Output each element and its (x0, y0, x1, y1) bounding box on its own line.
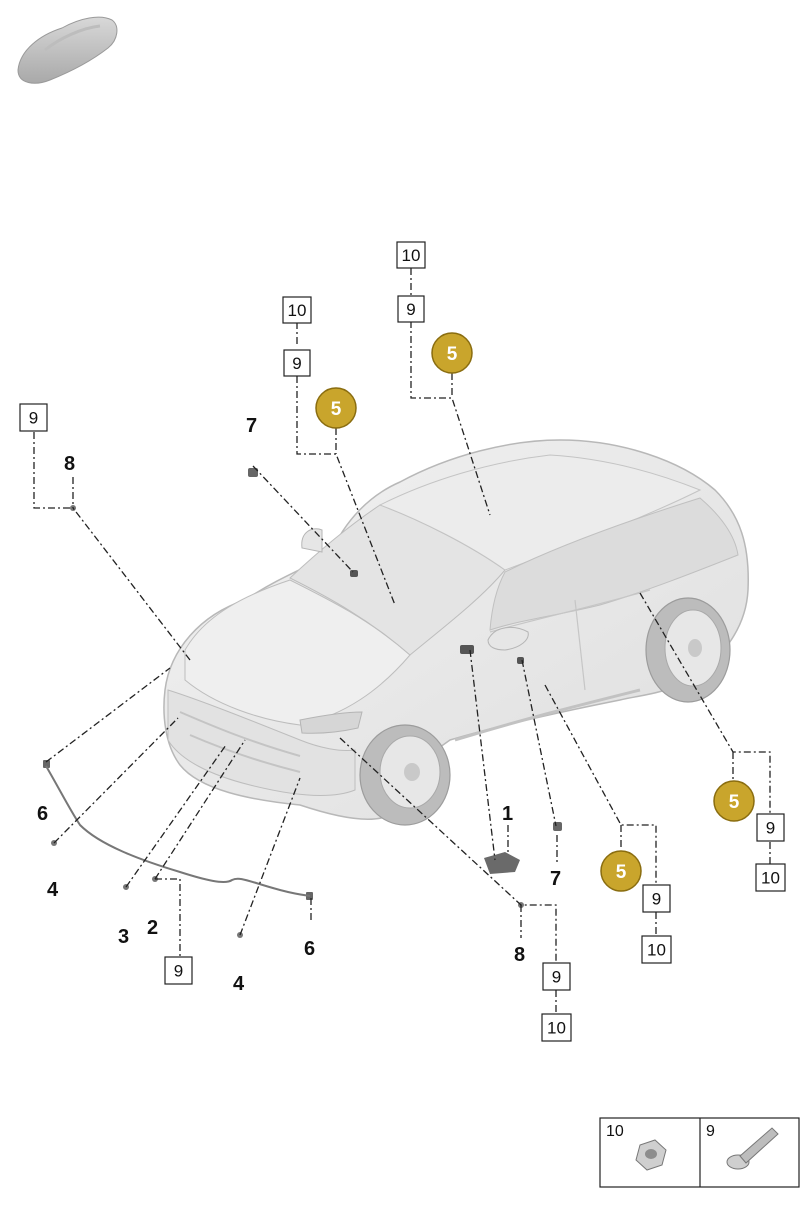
box-10-right-col: 10 (396, 241, 426, 269)
fastener-legend: 10 9 (599, 1117, 800, 1188)
svg-text:9: 9 (292, 354, 301, 373)
box-9-door: 9 (642, 884, 671, 913)
badges: 5 5 5 5 (315, 332, 755, 892)
svg-text:9: 9 (174, 962, 183, 981)
badge-5-rear[interactable]: 5 (713, 780, 755, 822)
svg-text:9: 9 (552, 968, 561, 987)
box-9-right-col: 9 (397, 295, 425, 323)
svg-text:5: 5 (729, 792, 740, 813)
sensor-6-left (43, 760, 50, 768)
legend-label-10: 10 (606, 1123, 624, 1140)
box-10-lower-mid: 10 (541, 1013, 572, 1042)
sensor-windshield (350, 570, 358, 577)
box-9-bottom-left: 9 (164, 956, 193, 985)
svg-text:9: 9 (29, 409, 38, 428)
badge-5-right-col[interactable]: 5 (431, 332, 473, 374)
callout-1: 1 (502, 803, 513, 825)
callout-8-lower: 8 (514, 944, 525, 966)
badge-5-left-col[interactable]: 5 (315, 387, 357, 429)
flange-bolt-icon (726, 1127, 779, 1170)
callout-3: 3 (118, 926, 129, 948)
control-unit-1 (484, 852, 520, 874)
svg-text:5: 5 (331, 399, 342, 420)
box-10-door: 10 (641, 935, 672, 964)
svg-text:5: 5 (447, 344, 458, 365)
svg-text:10: 10 (402, 246, 421, 265)
svg-text:10: 10 (288, 301, 307, 320)
hex-nut-icon (635, 1139, 667, 1171)
callout-8-upper: 8 (64, 453, 75, 475)
legend-label-9: 9 (706, 1123, 715, 1140)
svg-text:5: 5 (616, 862, 627, 883)
sensor-parts (43, 468, 562, 938)
box-9-lower-mid: 9 (542, 962, 571, 991)
car-thumbnail-icon (17, 16, 118, 84)
sensor-mirror (460, 645, 474, 654)
box-10-left-col: 10 (282, 296, 312, 324)
leader-lines (33, 268, 771, 1014)
badge-5-door[interactable]: 5 (600, 850, 642, 892)
svg-text:10: 10 (761, 869, 780, 888)
svg-text:9: 9 (766, 819, 775, 838)
front-wheel (359, 724, 451, 826)
box-10-rear: 10 (755, 863, 786, 892)
svg-text:9: 9 (406, 300, 415, 319)
rear-wheel (645, 597, 731, 703)
callout-6-left: 6 (37, 803, 48, 825)
box-9-left-col: 9 (283, 349, 311, 377)
box-9-far-left: 9 (19, 403, 48, 432)
sensor-7-lower (553, 822, 562, 831)
callout-4-lower: 4 (233, 973, 245, 995)
callout-2: 2 (147, 917, 158, 939)
sensor-7-upper (248, 468, 258, 477)
box-9-rear: 9 (756, 813, 785, 842)
callouts: 8 7 6 4 3 2 4 6 1 7 8 (37, 415, 561, 995)
callout-4-left: 4 (47, 879, 59, 901)
callout-7-lower: 7 (550, 868, 561, 890)
svg-text:10: 10 (647, 941, 666, 960)
callout-7-upper: 7 (246, 415, 257, 437)
svg-text:10: 10 (547, 1019, 566, 1038)
car-illustration (163, 439, 749, 826)
boxed-callouts: 9 10 9 10 9 9 9 10 (19, 241, 786, 1042)
callout-6-right: 6 (304, 938, 315, 960)
svg-text:9: 9 (652, 890, 661, 909)
